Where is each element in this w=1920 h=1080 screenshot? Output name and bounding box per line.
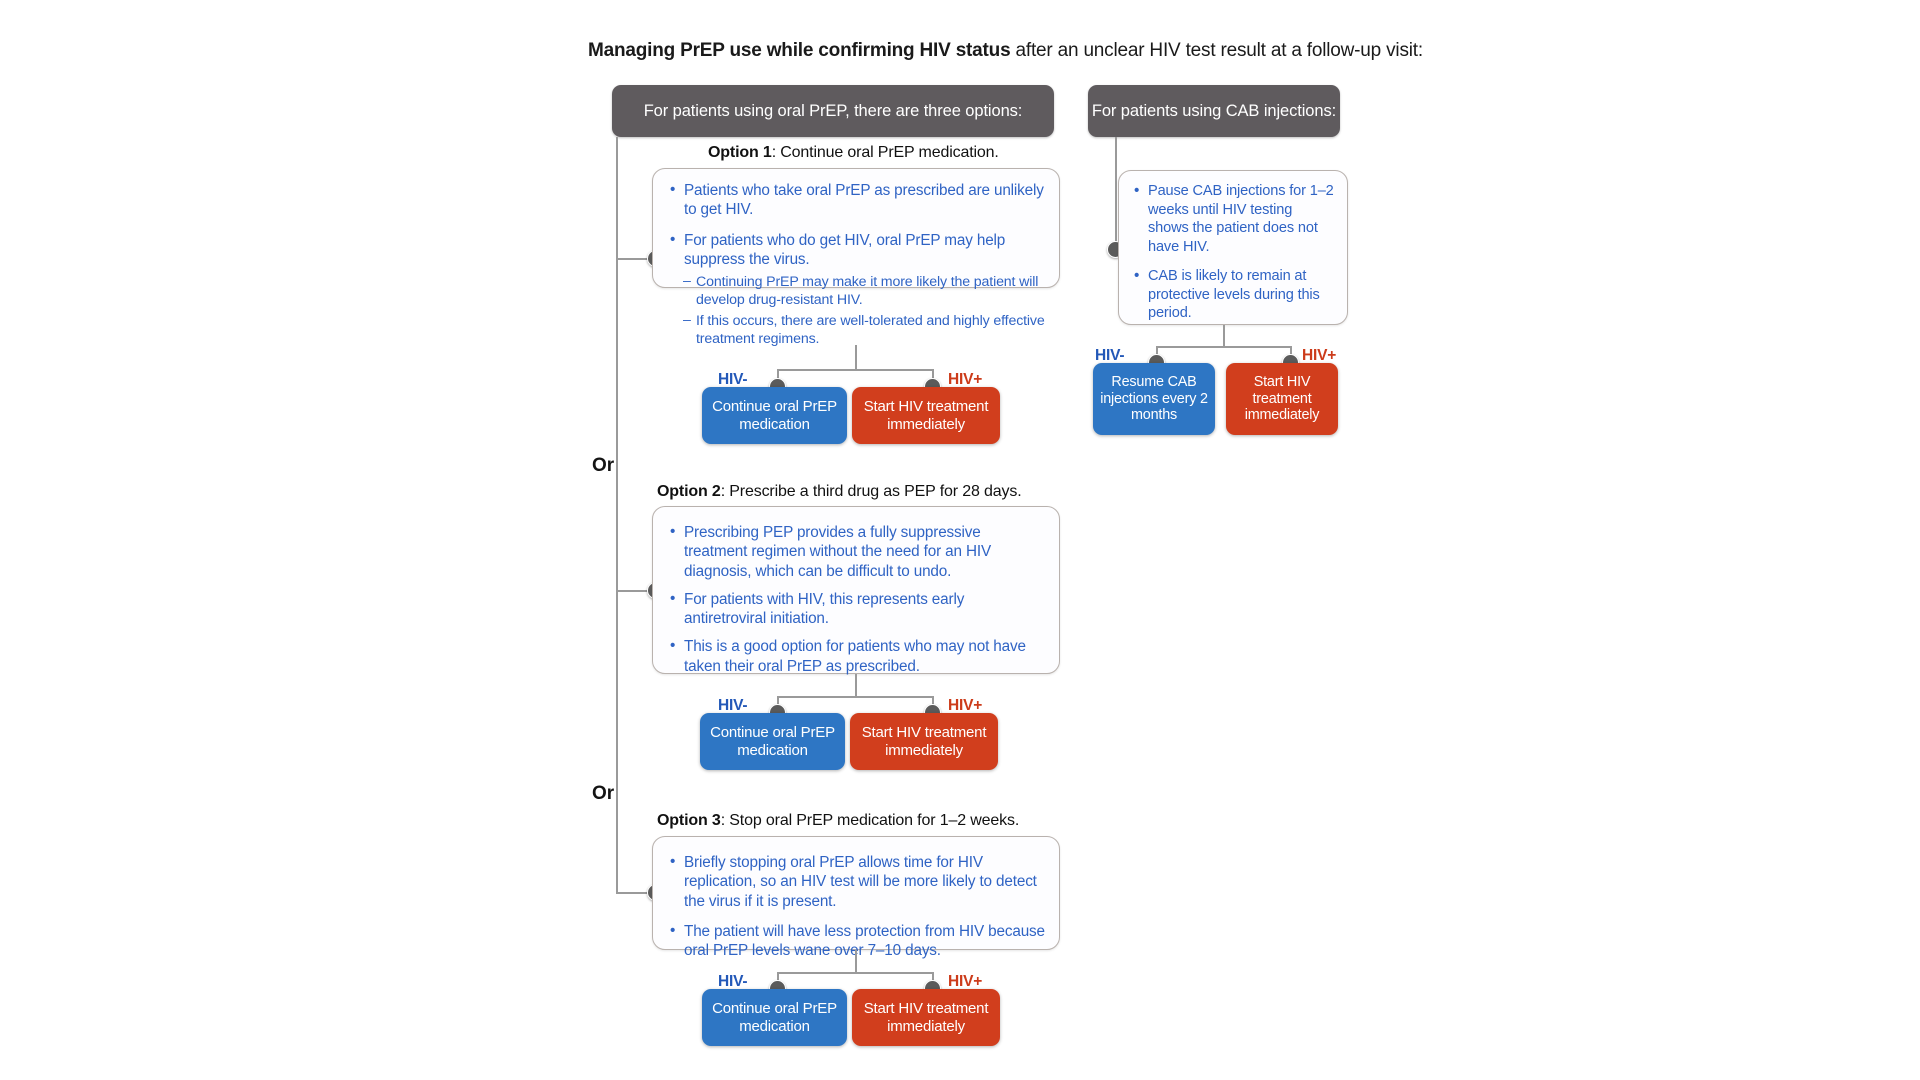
header-oral-prep: For patients using oral PrEP, there are … [612, 85, 1054, 137]
cab-outcome-positive[interactable]: Start HIV treatment immediately [1226, 363, 1338, 435]
list-item: • Prescribing PEP provides a fully suppr… [669, 523, 1045, 581]
bullet-marker: • [670, 853, 676, 870]
option2-outcome-positive[interactable]: Start HIV treatment immediately [850, 713, 998, 770]
option3-tag-negative: HIV- [718, 973, 748, 990]
list-item: • For patients who do get HIV, oral PrEP… [669, 231, 1045, 270]
option3-outcome-positive[interactable]: Start HIV treatment immediately [852, 989, 1000, 1046]
bullet-marker: • [670, 523, 676, 540]
list-item-text: Pause CAB injections for 1–2 weeks until… [1148, 183, 1334, 255]
spine-branch-option1 [616, 258, 656, 260]
list-item: • Patients who take oral PrEP as prescri… [669, 181, 1045, 220]
option2-fork-stem [855, 674, 857, 697]
option3-title-text: : Stop oral PrEP medication for 1–2 week… [720, 812, 1020, 829]
list-item-text: Briefly stopping oral PrEP allows time f… [684, 854, 1037, 910]
bullet-marker: • [670, 637, 676, 655]
spine-branch-option3 [616, 892, 656, 894]
option2-title-text: : Prescribe a third drug as PEP for 28 d… [720, 483, 1022, 500]
option1-tag-positive: HIV+ [948, 371, 983, 388]
list-item: – Continuing PrEP may make it more likel… [669, 273, 1045, 310]
option1-bullet-list: • Patients who take oral PrEP as prescri… [669, 181, 1045, 349]
bullet-marker: – [683, 311, 691, 328]
option2-info-box: • Prescribing PEP provides a fully suppr… [652, 506, 1060, 676]
option2-tag-positive: HIV+ [948, 697, 983, 714]
option3-tag-positive: HIV+ [948, 973, 983, 990]
bullet-marker: • [670, 589, 676, 607]
option2-bullet-list: • Prescribing PEP provides a fully suppr… [669, 523, 1045, 676]
cab-tag-negative: HIV- [1095, 347, 1125, 364]
list-item-text: For patients who do get HIV, oral PrEP m… [684, 231, 1006, 268]
bullet-marker: • [670, 921, 676, 939]
option2-fork-bar [777, 696, 934, 698]
list-item-text: This is a good option for patients who m… [684, 638, 1026, 675]
cab-bullet-list: • Pause CAB injections for 1–2 weeks unt… [1133, 182, 1335, 323]
bullet-marker: • [1134, 182, 1140, 199]
bullet-marker: • [1134, 267, 1140, 285]
option1-outcome-positive[interactable]: Start HIV treatment immediately [852, 387, 1000, 444]
page-title-rest: after an unclear HIV test result at a fo… [1010, 40, 1424, 61]
list-item-text: For patients with HIV, this represents e… [684, 590, 965, 628]
option3-outcome-negative[interactable]: Continue oral PrEP medication [702, 989, 847, 1046]
or-label-1: Or [592, 455, 615, 476]
option2-outcome-negative[interactable]: Continue oral PrEP medication [700, 713, 845, 770]
or-label-2: Or [592, 783, 615, 804]
cab-fork-bar [1156, 346, 1292, 348]
list-item: • For patients with HIV, this represents… [669, 590, 1045, 629]
option1-info-box: • Patients who take oral PrEP as prescri… [652, 168, 1060, 347]
cab-outcome-negative[interactable]: Resume CAB injections every 2 months [1093, 363, 1215, 435]
list-item: • The patient will have less protection … [669, 922, 1045, 961]
cab-tag-positive: HIV+ [1302, 347, 1337, 364]
option3-fork-bar [777, 972, 934, 974]
option2-tag-negative: HIV- [718, 697, 748, 714]
option1-fork-bar [777, 369, 934, 371]
list-item: • This is a good option for patients who… [669, 637, 1045, 676]
option1-title: Option 1: Continue oral PrEP medication. [708, 144, 999, 162]
page-title-bold: Managing PrEP use while confirming HIV s… [588, 40, 1011, 61]
list-item-text: Prescribing PEP provides a fully suppres… [684, 524, 992, 580]
option3-label: Option 3 [657, 812, 721, 829]
cab-info-box: • Pause CAB injections for 1–2 weeks unt… [1118, 170, 1348, 325]
option1-outcome-negative[interactable]: Continue oral PrEP medication [702, 387, 847, 444]
option1-title-text: : Continue oral PrEP medication. [771, 144, 999, 161]
bullet-marker: – [683, 273, 691, 290]
list-item-text: If this occurs, there are well-tolerated… [696, 312, 1045, 347]
option3-fork-stem [855, 950, 857, 973]
list-item-text: Patients who take oral PrEP as prescribe… [684, 182, 1044, 219]
cab-fork-stem [1223, 325, 1225, 347]
list-item-text: CAB is likely to remain at protective le… [1148, 268, 1320, 322]
option3-title: Option 3: Stop oral PrEP medication for … [657, 812, 1019, 830]
header-cab-injections-label: For patients using CAB injections: [1091, 101, 1337, 120]
option1-tag-negative: HIV- [718, 371, 748, 388]
option2-label: Option 2 [657, 483, 721, 500]
option3-info-box: • Briefly stopping oral PrEP allows time… [652, 836, 1060, 959]
spine-cab-vertical [1115, 137, 1117, 250]
header-cab-injections: For patients using CAB injections: [1088, 85, 1340, 137]
header-oral-prep-label: For patients using oral PrEP, there are … [643, 101, 1023, 120]
option1-fork-stem [855, 345, 857, 370]
list-item: • Briefly stopping oral PrEP allows time… [669, 853, 1045, 911]
option1-label: Option 1 [708, 144, 772, 161]
list-item: • CAB is likely to remain at protective … [1133, 267, 1335, 323]
page-title: Managing PrEP use while confirming HIV s… [588, 40, 1423, 62]
list-item: • Pause CAB injections for 1–2 weeks unt… [1133, 182, 1335, 256]
bullet-marker: • [670, 230, 676, 248]
list-item-text: Continuing PrEP may make it more likely … [696, 274, 1039, 308]
option2-title: Option 2: Prescribe a third drug as PEP … [657, 483, 1022, 501]
bullet-marker: • [670, 181, 676, 198]
list-item-text: The patient will have less protection fr… [684, 922, 1045, 960]
option3-bullet-list: • Briefly stopping oral PrEP allows time… [669, 853, 1045, 960]
spine-branch-option2 [616, 590, 656, 592]
spine-oral-vertical [616, 137, 618, 893]
list-item: – If this occurs, there are well-tolerat… [669, 311, 1045, 349]
